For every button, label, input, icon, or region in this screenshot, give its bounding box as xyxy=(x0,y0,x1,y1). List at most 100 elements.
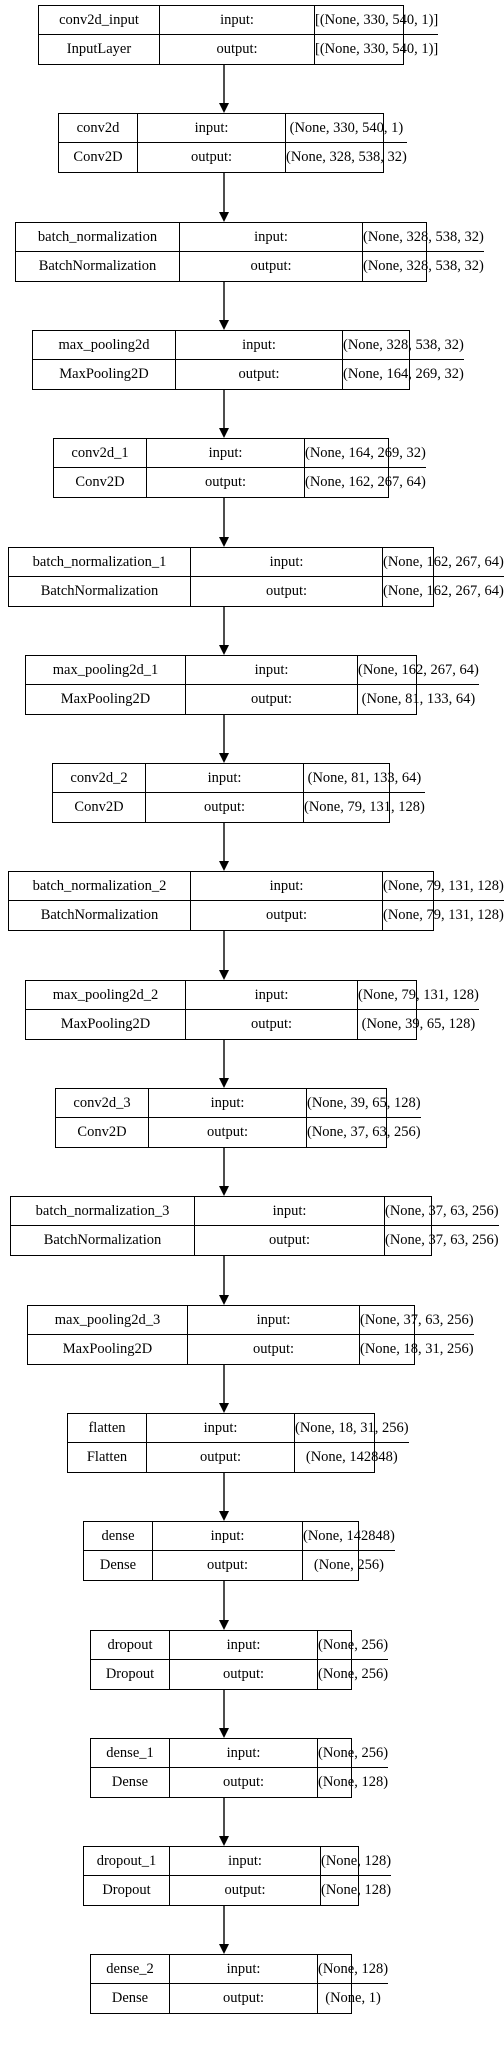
arrowhead-icon xyxy=(219,1728,229,1738)
layer-name: max_pooling2d xyxy=(33,331,176,360)
output-shape: (None, 162, 267, 64) xyxy=(383,583,504,599)
output-label: output: xyxy=(191,577,383,606)
input-label: input: xyxy=(170,1847,321,1876)
output-label: output: xyxy=(147,468,305,497)
output-shape: (None, 1) xyxy=(325,1990,381,2006)
layer-type: InputLayer xyxy=(39,35,160,64)
output-shape: (None, 256) xyxy=(318,1666,389,1682)
output-label: output: xyxy=(180,252,363,281)
input-label: input: xyxy=(186,656,358,685)
arrowhead-icon xyxy=(219,320,229,330)
arrowhead-icon xyxy=(219,1836,229,1846)
layer-type: Dropout xyxy=(84,1876,170,1905)
layer-name: conv2d_2 xyxy=(53,764,146,793)
input-label: input: xyxy=(138,114,286,143)
layer-type: BatchNormalization xyxy=(9,577,191,606)
arrowhead-icon xyxy=(219,212,229,222)
output-label: output: xyxy=(146,793,304,822)
layer-name: batch_normalization_1 xyxy=(9,548,191,577)
layer-type: Dense xyxy=(91,1984,170,2013)
input-shape: (None, 164, 269, 32) xyxy=(305,439,426,468)
input-shape: (None, 162, 267, 64) xyxy=(383,548,504,577)
layer-type: MaxPooling2D xyxy=(33,360,176,389)
input-label: input: xyxy=(170,1955,318,1984)
layer-name: dropout xyxy=(91,1631,170,1660)
output-shape: (None, 328, 538, 32) xyxy=(286,149,407,165)
arrowhead-icon xyxy=(219,428,229,438)
input-shape: (None, 18, 31, 256) xyxy=(295,1414,409,1443)
output-label: output: xyxy=(160,35,315,64)
input-shape: [(None, 330, 540, 1)] xyxy=(315,6,439,35)
output-label: output: xyxy=(153,1551,303,1580)
output-shape: (None, 81, 133, 64) xyxy=(361,691,476,707)
layer-name: conv2d_3 xyxy=(56,1089,149,1118)
layer-type: BatchNormalization xyxy=(16,252,180,281)
arrowhead-icon xyxy=(219,753,229,763)
arrowhead-icon xyxy=(219,103,229,113)
input-shape: (None, 256) xyxy=(318,1631,389,1660)
input-label: input: xyxy=(170,1631,318,1660)
layer-type: Dense xyxy=(84,1551,153,1580)
input-label: input: xyxy=(180,223,363,252)
arrowhead-icon xyxy=(219,1511,229,1521)
output-label: output: xyxy=(195,1226,385,1255)
layer-type: Conv2D xyxy=(59,143,138,172)
output-shape: (None, 79, 131, 128) xyxy=(383,907,504,923)
output-shape: (None, 18, 31, 256) xyxy=(360,1341,474,1357)
layer-type: Flatten xyxy=(68,1443,147,1472)
layer-type: Conv2D xyxy=(54,468,147,497)
arrowhead-icon xyxy=(219,1295,229,1305)
layer-name: conv2d_input xyxy=(39,6,160,35)
output-label: output: xyxy=(176,360,343,389)
layer-type: MaxPooling2D xyxy=(26,1010,186,1039)
layer-name: flatten xyxy=(68,1414,147,1443)
layer-name: conv2d_1 xyxy=(54,439,147,468)
input-shape: (None, 128) xyxy=(321,1847,392,1876)
layer-name: max_pooling2d_3 xyxy=(28,1306,188,1335)
input-label: input: xyxy=(160,6,315,35)
output-shape: (None, 142848) xyxy=(305,1449,398,1465)
arrowhead-icon xyxy=(219,1620,229,1630)
output-label: output: xyxy=(170,1984,318,2013)
layer-name: batch_normalization_2 xyxy=(9,872,191,901)
layer-type: MaxPooling2D xyxy=(28,1335,188,1364)
input-shape: (None, 330, 540, 1) xyxy=(286,114,407,143)
input-label: input: xyxy=(147,1414,295,1443)
output-shape: (None, 79, 131, 128) xyxy=(304,799,425,815)
output-label: output: xyxy=(186,1010,358,1039)
input-label: input: xyxy=(146,764,304,793)
output-label: output: xyxy=(170,1768,318,1797)
layer-name: batch_normalization xyxy=(16,223,180,252)
layer-type: Conv2D xyxy=(56,1118,149,1147)
layer-name: dropout_1 xyxy=(84,1847,170,1876)
output-shape: (None, 256) xyxy=(313,1557,384,1573)
arrowhead-icon xyxy=(219,1944,229,1954)
input-label: input: xyxy=(153,1522,303,1551)
output-label: output: xyxy=(191,901,383,930)
arrowhead-icon xyxy=(219,1078,229,1088)
edge-layer xyxy=(219,65,229,1954)
layer-name: max_pooling2d_2 xyxy=(26,981,186,1010)
layer-name: conv2d xyxy=(59,114,138,143)
arrowhead-icon xyxy=(219,1186,229,1196)
arrowhead-icon xyxy=(219,1403,229,1413)
arrowhead-icon xyxy=(219,861,229,871)
layer-name: max_pooling2d_1 xyxy=(26,656,186,685)
input-shape: (None, 142848) xyxy=(303,1522,395,1551)
input-label: input: xyxy=(188,1306,360,1335)
output-shape: (None, 162, 267, 64) xyxy=(305,474,426,490)
output-shape: [(None, 330, 540, 1)] xyxy=(315,41,439,57)
